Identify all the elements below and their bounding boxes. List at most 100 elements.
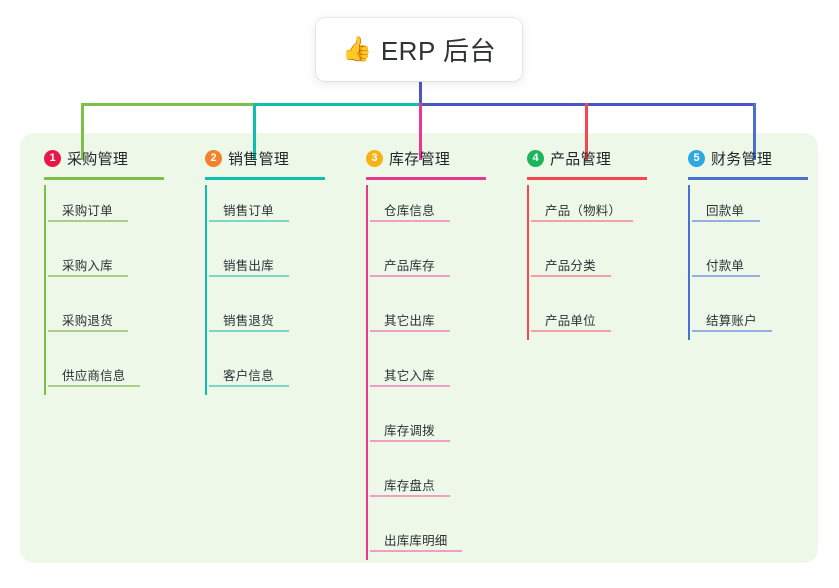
leaf-item[interactable]: 库存调拨: [370, 400, 511, 455]
column-title: 产品管理: [550, 150, 612, 168]
leaf-item-label: 供应商信息: [62, 369, 126, 383]
leaf-item-label: 产品（物料）: [545, 204, 622, 218]
connector-drop-2: [253, 103, 256, 160]
column-财务管理: 5 财务管理回款单付款单结算账户: [672, 133, 833, 563]
leaf-item-label: 回款单: [706, 204, 745, 218]
connector-bus-segment-1: [81, 103, 253, 106]
leaf-item-rule: [692, 330, 772, 332]
leaf-item-rule: [370, 495, 450, 497]
leaf-item-label: 产品单位: [545, 314, 596, 328]
root-stem-connector: [419, 81, 422, 105]
leaf-item-rule: [48, 330, 128, 332]
column-header-rule: [688, 177, 808, 180]
column-title: 库存管理: [389, 150, 451, 168]
column-title: 财务管理: [711, 150, 773, 168]
column-header-rule: [527, 177, 647, 180]
leaf-item-rule: [692, 275, 760, 277]
leaf-item-rule: [209, 220, 289, 222]
column-采购管理: 1 采购管理采购订单采购入库采购退货供应商信息: [28, 133, 189, 563]
column-产品管理: 4 产品管理产品（物料） 产品分类产品单位: [511, 133, 672, 563]
leaf-item-label: 销售出库: [223, 259, 274, 273]
leaf-item-rule: [370, 330, 450, 332]
leaf-item-label: 销售退货: [223, 314, 274, 328]
leaf-item[interactable]: 结算账户: [692, 290, 833, 345]
column-spine: [366, 185, 368, 560]
leaf-item-label: 产品分类: [545, 259, 596, 273]
column-spine: [205, 185, 207, 395]
connector-drop-3: [419, 103, 422, 160]
leaf-item-rule: [531, 220, 633, 222]
leaf-item[interactable]: 库存盘点: [370, 455, 511, 510]
leaf-item-label: 其它入库: [384, 369, 435, 383]
leaf-item[interactable]: 产品分类: [531, 235, 672, 290]
leaf-item-rule: [370, 385, 450, 387]
page-title: ERP 后台: [380, 36, 497, 66]
leaf-item[interactable]: 销售订单: [209, 180, 350, 235]
leaf-item-label: 采购入库: [62, 259, 113, 273]
column-header-4[interactable]: 4 产品管理: [527, 145, 672, 171]
column-index-badge: 4: [527, 149, 544, 167]
column-header-rule: [366, 177, 486, 180]
leaf-item-label: 采购订单: [62, 204, 113, 218]
leaf-item[interactable]: 采购退货: [48, 290, 189, 345]
leaf-item[interactable]: 供应商信息: [48, 345, 189, 400]
leaf-item[interactable]: 采购订单: [48, 180, 189, 235]
column-库存管理: 3 库存管理仓库信息产品库存其它出库其它入库库存调拨库存盘点出库库明细: [350, 133, 511, 563]
leaf-item-label: 库存盘点: [384, 479, 435, 493]
leaf-item[interactable]: 产品（物料）: [531, 180, 672, 235]
column-index-badge: 1: [44, 149, 61, 167]
leaf-item-rule: [209, 385, 289, 387]
column-index-badge: 2: [205, 149, 222, 167]
leaf-item[interactable]: 销售退货: [209, 290, 350, 345]
leaf-item[interactable]: 仓库信息: [370, 180, 511, 235]
connector-drop-5: [753, 103, 756, 160]
column-header-rule: [205, 177, 325, 180]
column-header-5[interactable]: 5 财务管理: [688, 145, 833, 171]
leaf-item[interactable]: 采购入库: [48, 235, 189, 290]
column-header-rule: [44, 177, 164, 180]
leaf-item-rule: [370, 440, 450, 442]
leaf-item-label: 库存调拨: [384, 424, 435, 438]
leaf-item[interactable]: 付款单: [692, 235, 833, 290]
leaf-item[interactable]: 回款单: [692, 180, 833, 235]
leaf-item[interactable]: 其它入库: [370, 345, 511, 400]
leaf-item-rule: [48, 385, 140, 387]
leaf-item-rule: [48, 275, 128, 277]
column-index-badge: 3: [366, 149, 383, 167]
column-header-1[interactable]: 1 采购管理: [44, 145, 189, 171]
connector-drop-1: [81, 103, 84, 160]
leaf-item[interactable]: 出库库明细: [370, 510, 511, 565]
column-spine: [527, 185, 529, 340]
leaf-item[interactable]: 产品单位: [531, 290, 672, 345]
leaf-item-rule: [370, 220, 450, 222]
column-spine: [44, 185, 46, 395]
leaf-item-label: 产品库存: [384, 259, 435, 273]
leaf-item[interactable]: 产品库存: [370, 235, 511, 290]
connector-bus-segment-2: [253, 103, 419, 106]
leaf-item-rule: [531, 330, 611, 332]
leaf-item-rule: [370, 550, 462, 552]
leaf-item-rule: [48, 220, 128, 222]
leaf-item-label: 出库库明细: [384, 534, 448, 548]
leaf-item[interactable]: 客户信息: [209, 345, 350, 400]
column-index-badge: 5: [688, 149, 705, 167]
leaf-item-label: 结算账户: [706, 314, 757, 328]
root-title-card[interactable]: 👍 ERP 后台: [316, 18, 522, 81]
leaf-item-rule: [209, 275, 289, 277]
leaf-item-rule: [370, 275, 450, 277]
leaf-item[interactable]: 销售出库: [209, 235, 350, 290]
thumbs-up-icon: 👍: [341, 35, 372, 63]
column-title: 采购管理: [67, 150, 129, 168]
leaf-item-label: 客户信息: [223, 369, 274, 383]
leaf-item[interactable]: 其它出库: [370, 290, 511, 345]
leaf-item-label: 仓库信息: [384, 204, 435, 218]
column-header-3[interactable]: 3 库存管理: [366, 145, 511, 171]
content-panel: [20, 133, 818, 563]
leaf-item-label: 销售订单: [223, 204, 274, 218]
leaf-item-rule: [209, 330, 289, 332]
column-spine: [688, 185, 690, 340]
